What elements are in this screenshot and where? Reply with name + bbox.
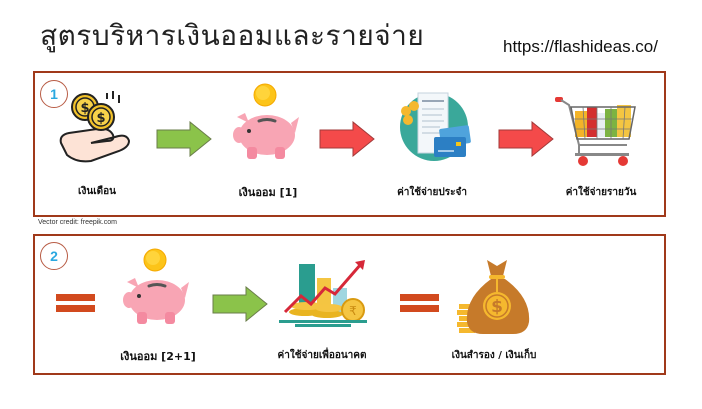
svg-text:$: $ — [96, 111, 105, 126]
hand-coins-icon: $ $ — [57, 91, 137, 163]
shopping-cart-icon — [553, 95, 643, 175]
piggy-bank-icon — [121, 248, 191, 326]
step-label-reserve-savings: เงินสำรอง / เงินเก็บ — [451, 350, 537, 361]
red-arrow-icon — [498, 121, 554, 157]
green-arrow-icon — [156, 121, 212, 157]
step-number-badge: 2 — [40, 242, 68, 270]
svg-text:$: $ — [80, 101, 89, 116]
investment-growth-icon: ₹ — [275, 258, 371, 332]
money-bag-icon: $ — [455, 258, 541, 338]
svg-text:$: $ — [491, 297, 503, 317]
green-arrow-icon — [212, 286, 268, 322]
step-label-savings-2-1: เงินออม [2+1] — [120, 350, 196, 363]
step-label-daily-expenses: ค่าใช้จ่ายรายวัน — [565, 187, 637, 198]
bills-credit-cards-icon — [392, 87, 474, 163]
equals-icon — [400, 294, 440, 314]
vector-credit: Vector credit: freepik.com — [38, 219, 117, 226]
panel-step-1: 1 $ $ เงินเดือน — [33, 71, 666, 217]
equals-icon — [56, 294, 96, 314]
step-number-badge: 1 — [40, 80, 68, 108]
red-arrow-icon — [319, 121, 375, 157]
piggy-bank-icon — [231, 83, 301, 161]
step-label-future-expenses: ค่าใช้จ่ายเพื่ออนาคต — [277, 350, 367, 361]
svg-text:₹: ₹ — [349, 304, 357, 318]
panel-step-2: 2 เงินออม [2+1] — [33, 234, 666, 375]
page-title: สูตรบริหารเงินออมและรายจ่าย — [40, 19, 425, 52]
step-label-fixed-expenses: ค่าใช้จ่ายประจำ — [397, 187, 467, 198]
source-url[interactable]: https://flashideas.co/ — [503, 37, 658, 56]
step-label-savings-1: เงินออม [1] — [238, 186, 298, 199]
step-label-salary: เงินเดือน — [78, 186, 116, 197]
